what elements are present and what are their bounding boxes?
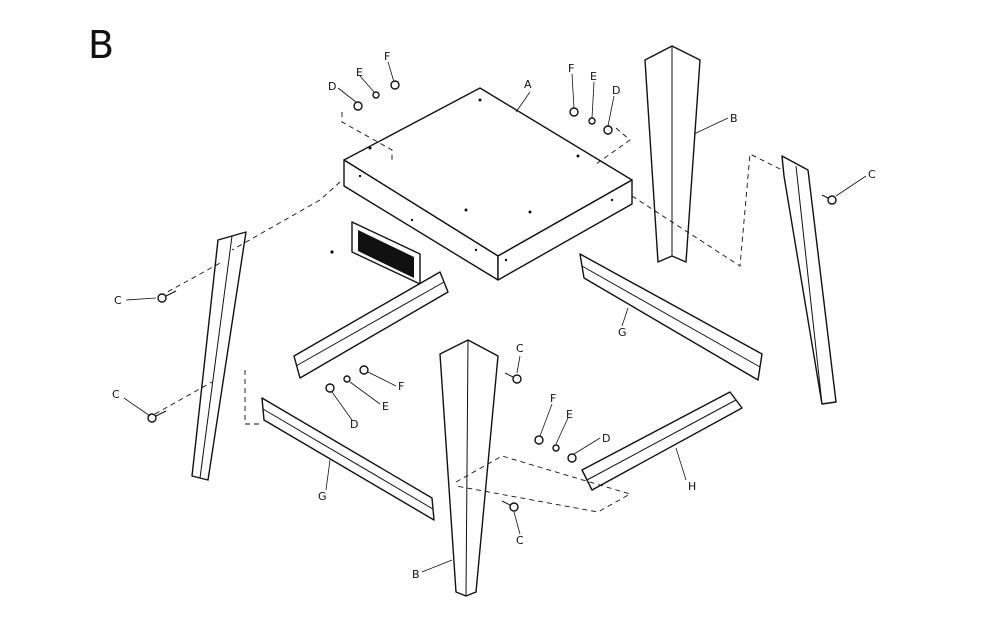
callout-a: A xyxy=(524,78,532,91)
leg-right xyxy=(781,155,837,405)
leg-b-front xyxy=(439,339,499,597)
callout-e-right: E xyxy=(566,408,573,421)
rail-back-left xyxy=(293,271,449,379)
callout-b-front-leg: B xyxy=(412,568,420,581)
callout-f-right: F xyxy=(550,392,556,405)
callout-f-middle: F xyxy=(398,380,404,393)
hardware-set-top-right xyxy=(569,107,613,135)
leader-lines xyxy=(123,61,867,573)
callout-c-left-lower: C xyxy=(112,388,120,401)
carriage-bolts xyxy=(147,194,837,512)
hardware-set-top-left xyxy=(353,80,400,111)
callout-labels: A B B C C C C C D E F F E D F E D F E D … xyxy=(112,50,876,581)
callout-b-back-leg: B xyxy=(730,112,738,125)
assembly-dashed-lines xyxy=(154,112,783,513)
hardware-set-right xyxy=(534,435,577,463)
callout-f-top-right: F xyxy=(568,62,574,75)
callout-c-front-upper: C xyxy=(516,342,524,355)
table-top-part-a xyxy=(343,87,633,281)
hardware-set-middle xyxy=(325,365,369,393)
jet-logo-plate xyxy=(330,221,421,285)
callout-f-top-left: F xyxy=(384,50,390,63)
callout-d-right: D xyxy=(602,432,610,445)
leg-left xyxy=(191,231,247,481)
callout-c-front-lower: C xyxy=(516,534,524,547)
rail-h-front-right xyxy=(581,391,743,491)
callout-d-top-right: D xyxy=(612,84,620,97)
rail-g-back-right xyxy=(579,253,763,381)
callout-h: H xyxy=(688,480,696,493)
callout-d-middle: D xyxy=(350,418,358,431)
callout-e-middle: E xyxy=(382,400,389,413)
callout-e-top-left: E xyxy=(356,66,363,79)
callout-g-right: G xyxy=(618,326,627,339)
leg-b-back xyxy=(644,45,701,263)
callout-c-left-upper: C xyxy=(114,294,122,307)
callout-e-top-right: E xyxy=(590,70,597,83)
callout-d-top-left: D xyxy=(328,80,336,93)
section-label: B xyxy=(88,23,114,67)
callout-g-left: G xyxy=(318,490,327,503)
rail-g-front-left xyxy=(261,397,435,521)
callout-c-right: C xyxy=(868,168,876,181)
